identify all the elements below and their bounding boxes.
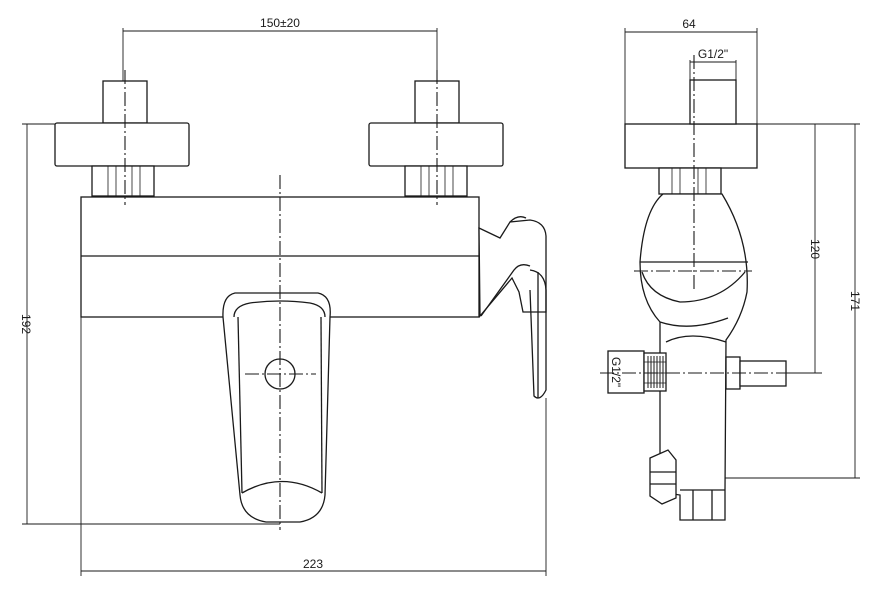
outlet-height-dimension: 120 — [757, 123, 822, 374]
handle-spacing-label: 150±20 — [260, 16, 300, 30]
side-body-profile — [639, 193, 748, 521]
total-height-label: 192 — [19, 314, 33, 334]
side-top-cap — [624, 79, 758, 195]
side-threaded-inlet — [607, 350, 667, 394]
top-thread-label: G1/2" — [698, 47, 728, 61]
handle-spacing-dimension: 150±20 — [122, 16, 438, 81]
total-width-label: 223 — [303, 557, 323, 571]
left-inlet-connector — [54, 80, 190, 197]
overall-side-height-label: 171 — [848, 291, 862, 311]
side-thread-dimension: G1/2" — [607, 351, 623, 393]
right-inlet-connector — [368, 80, 504, 197]
total-width-dimension: 223 — [80, 317, 547, 576]
outlet-height-label: 120 — [808, 239, 822, 259]
top-thread-dimension: G1/2" — [689, 47, 737, 80]
spout — [222, 292, 331, 523]
side-view: 64 G1/2" G1/2" 120 171 — [600, 17, 862, 521]
side-lever — [478, 216, 547, 399]
side-bottom-knob — [649, 449, 677, 505]
total-height-dimension: 192 — [19, 123, 280, 525]
side-width-dimension: 64 — [624, 17, 758, 124]
front-view: 150±20 192 223 — [19, 16, 547, 576]
side-width-label: 64 — [682, 17, 696, 31]
side-thread-label: G1/2" — [609, 357, 623, 387]
overall-side-height-dimension: 171 — [725, 123, 862, 479]
